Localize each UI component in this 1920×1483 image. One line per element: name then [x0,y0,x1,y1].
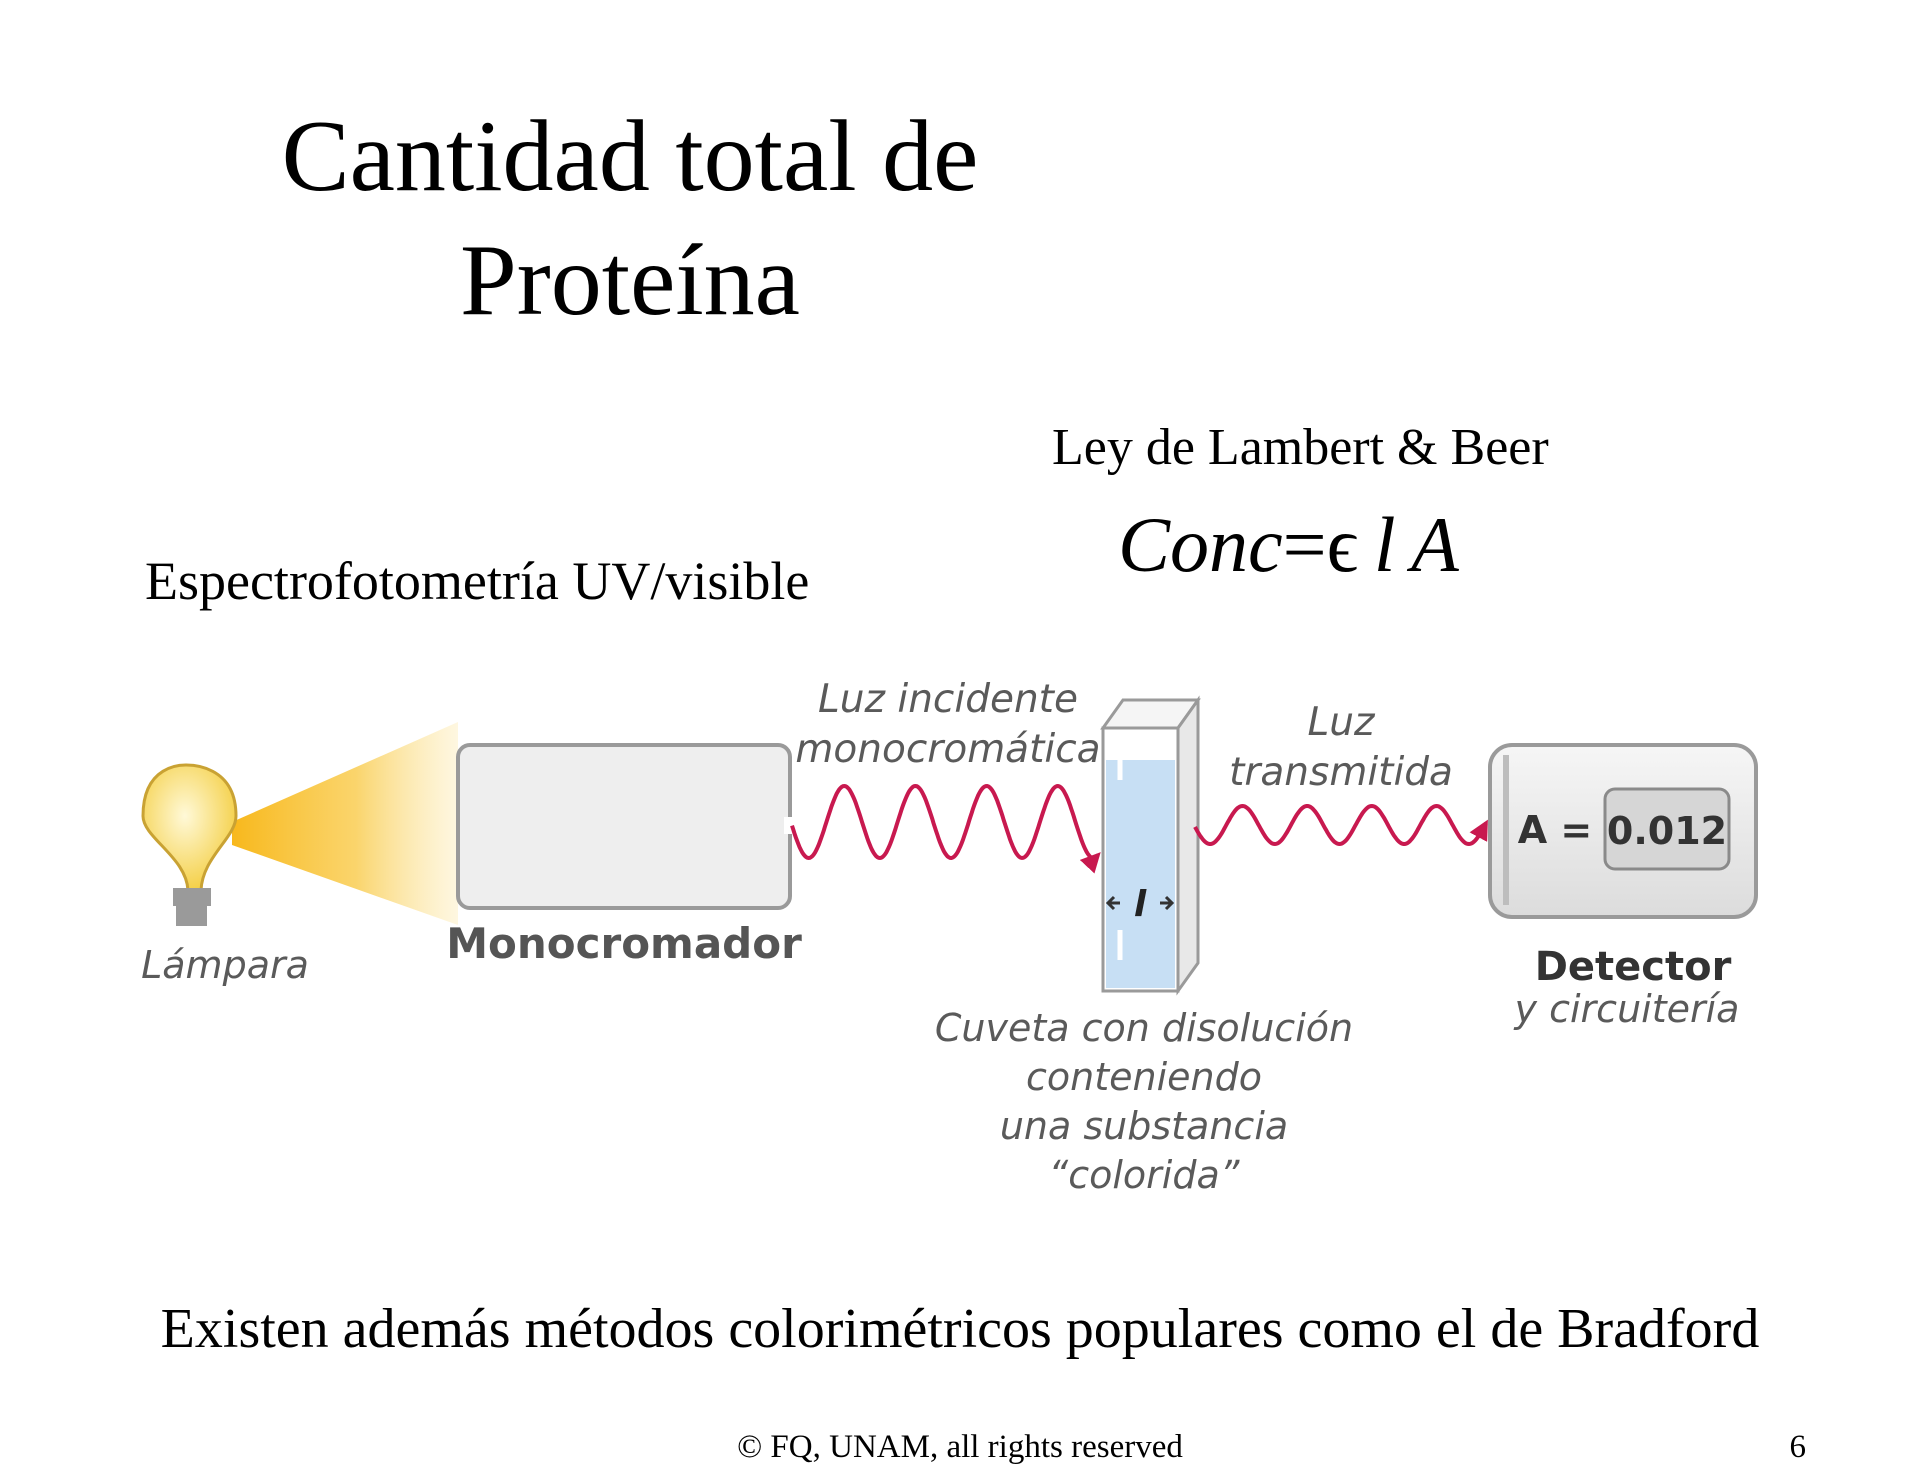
lamp-base [173,888,211,906]
incident-light-wave [790,783,1101,874]
incident-light-label-2: monocromática [795,727,1100,772]
technique-label: Espectrofotometría UV/visible [145,551,810,611]
detector-sublabel: y circuitería [1514,987,1740,1031]
cuvette-label-3: una substancia [1000,1104,1288,1148]
monochromator-label: Monocromador [446,919,802,968]
monochromator-box [456,743,792,910]
cuvette-label-2: conteniendo [1026,1055,1262,1099]
law-title: Ley de Lambert & Beer [1052,419,1549,476]
transmitted-light-wave [1193,803,1488,847]
readout-value: 0.012 [1607,809,1727,853]
lamp-bulb-icon [141,763,238,926]
detector-label: Detector [1535,944,1732,990]
slide-title: Cantidad total de Proteína [0,95,1260,343]
formula-conc: Conc [1118,501,1283,588]
page-number: 6 [1789,1429,1807,1465]
title-line-2: Proteína [460,224,800,337]
lamp-label: Lámpara [141,943,309,987]
cuvette-label-1: Cuveta con disolución [935,1006,1353,1050]
cuvette-label-4: “colorida” [1049,1153,1240,1197]
title-line-1: Cantidad total de [281,100,979,213]
incident-light-label-1: Luz incidente [818,677,1078,722]
transmitted-light-label-2: transmitida [1229,750,1453,795]
transmitted-light-label-1: Luz [1308,700,1376,745]
formula-a: A [1411,501,1459,588]
formula-epsilon: ϵ [1326,501,1359,588]
formula-equals: = [1282,501,1327,588]
copyright-footer: © FQ, UNAM, all rights reserved [737,1429,1183,1465]
bradford-note: Existen además métodos colorimétricos po… [160,1298,1760,1360]
formula-l: l [1373,501,1396,588]
cuvette [1100,695,1201,996]
beer-lambert-formula: Conc=ϵ l A [1118,500,1459,590]
detector-readout-display [1603,787,1731,871]
readout-prefix: A = [1518,808,1592,852]
light-beam [232,722,458,925]
path-length-label: l [1134,884,1147,925]
path-length-indicator: l [1105,884,1175,925]
